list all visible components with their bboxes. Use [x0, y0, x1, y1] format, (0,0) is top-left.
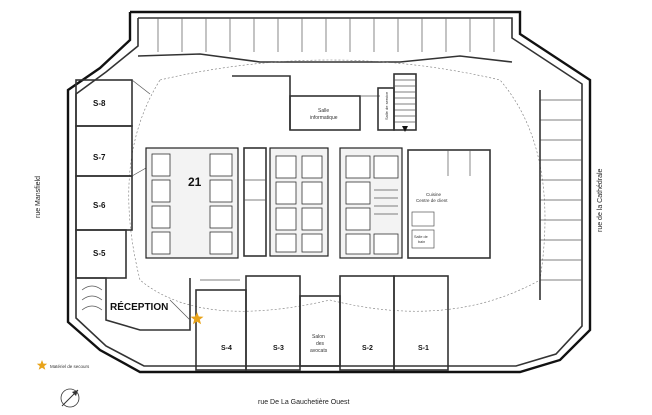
top-offices	[137, 18, 513, 63]
reception-area	[76, 277, 191, 331]
compass-icon	[60, 388, 80, 408]
legend: Matériel de secours	[36, 360, 90, 370]
salle-informatique-label-1: Salle	[318, 108, 329, 114]
room-label-s1: S-1	[418, 345, 429, 352]
central-core	[145, 147, 403, 259]
cuisine-label-2: Centre de client	[416, 198, 448, 203]
salon-label-line3: avocats	[310, 348, 328, 354]
corridor-ring	[128, 59, 546, 312]
salle-informatique-room	[232, 75, 380, 131]
room-label-s3: S-3	[273, 345, 284, 352]
legend-label: Matériel de secours	[50, 364, 90, 369]
street-west: rue Mansfield	[35, 176, 42, 218]
room-label-s5: S-5	[93, 249, 106, 258]
salon-label-line1: Salon	[312, 334, 325, 340]
room-label-s6: S-6	[93, 201, 106, 210]
bain-label-2: bain	[418, 240, 425, 244]
floor-number: 21	[188, 175, 202, 189]
west-rooms	[75, 79, 151, 279]
room-label-reception: RÉCEPTION	[110, 300, 168, 313]
salle-service-label: Salle de service	[384, 91, 389, 120]
street-east: rue de la Cathédrale	[597, 168, 604, 232]
stairs	[377, 73, 417, 132]
salon-label-line2: des	[316, 341, 325, 347]
emergency-star-icon	[190, 312, 204, 325]
room-label-s8: S-8	[93, 99, 106, 108]
south-rooms	[195, 275, 449, 371]
salle-informatique-label-2: informatique	[310, 115, 338, 121]
bain-label-1: Salle de	[414, 235, 428, 239]
cuisine-label-1: Cuisine	[426, 192, 442, 197]
legend-star-icon	[36, 360, 48, 370]
cuisine-area	[407, 149, 491, 259]
room-label-s2: S-2	[362, 345, 373, 352]
room-label-s7: S-7	[93, 153, 106, 162]
room-label-s4: S-4	[221, 345, 232, 352]
street-south: rue De La Gauchetière Ouest	[258, 399, 349, 406]
east-offices	[539, 90, 582, 300]
